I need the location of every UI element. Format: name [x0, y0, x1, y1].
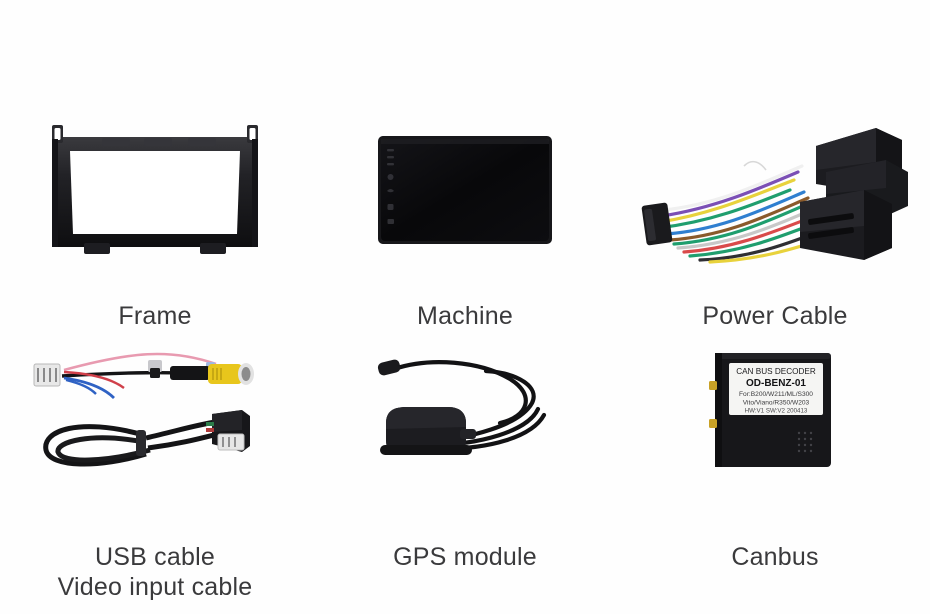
canbus-vent-holes-icon	[797, 431, 813, 453]
product-cell-frame[interactable]: Frame	[0, 0, 310, 330]
canbus-decoder-box-icon: CAN BUS DECODER OD-BENZ-01 For:B200/W211…	[709, 353, 831, 467]
gps-puck-body	[380, 407, 476, 455]
product-label-power-cable: Power Cable	[702, 302, 848, 330]
canbus-connector-tab-bottom	[709, 419, 717, 428]
canbus-image: CAN BUS DECODER OD-BENZ-01 For:B200/W211…	[620, 330, 930, 490]
gps-antenna-puck-icon	[377, 359, 547, 455]
canbus-label-line5: HW:V1 SW:V2 200413	[745, 408, 808, 415]
usb-cable-icon	[43, 409, 250, 467]
machine-side-buttons-icon	[387, 149, 394, 224]
car-head-unit-screen-icon	[378, 136, 552, 244]
canbus-label-line3: For:B200/W211/ML/S300	[739, 391, 813, 398]
power-cable-image	[620, 95, 930, 285]
product-cell-canbus[interactable]: CAN BUS DECODER OD-BENZ-01 For:B200/W211…	[620, 300, 930, 614]
canbus-connector-tab-top	[709, 381, 717, 390]
product-label-machine: Machine	[417, 302, 513, 330]
product-cell-gps-module[interactable]: GPS module	[310, 300, 620, 614]
product-cell-usb-video-cable[interactable]: USB cable Video input cable	[0, 300, 310, 614]
frame-image	[0, 95, 310, 285]
canbus-device-label	[729, 363, 823, 415]
wiring-harness-icon	[641, 128, 908, 264]
rca-video-jack-icon	[208, 362, 254, 385]
product-cell-machine[interactable]: Machine	[310, 0, 620, 330]
product-label-frame: Frame	[118, 302, 192, 330]
usb-video-cable-image	[0, 330, 310, 490]
canbus-label-line1: CAN BUS DECODER	[736, 367, 816, 376]
usb-and-rca-video-cable-icon	[33, 352, 254, 467]
canbus-label-line4: Vito/Viano/R350/W203	[743, 400, 810, 407]
product-label-canbus: Canbus	[731, 543, 819, 571]
product-cell-power-cable[interactable]: Power Cable	[620, 0, 930, 330]
product-label-gps-module: GPS module	[393, 543, 537, 571]
gps-module-image	[310, 330, 620, 490]
machine-image	[310, 95, 620, 285]
dash-frame-bezel-icon	[52, 125, 258, 254]
harness-connector-block-bottom	[800, 190, 892, 260]
product-label-usb-video-cable: USB cable Video input cable	[57, 543, 253, 601]
video-input-cable-icon	[33, 352, 254, 399]
canbus-label-line2: OD-BENZ-01	[746, 378, 806, 389]
